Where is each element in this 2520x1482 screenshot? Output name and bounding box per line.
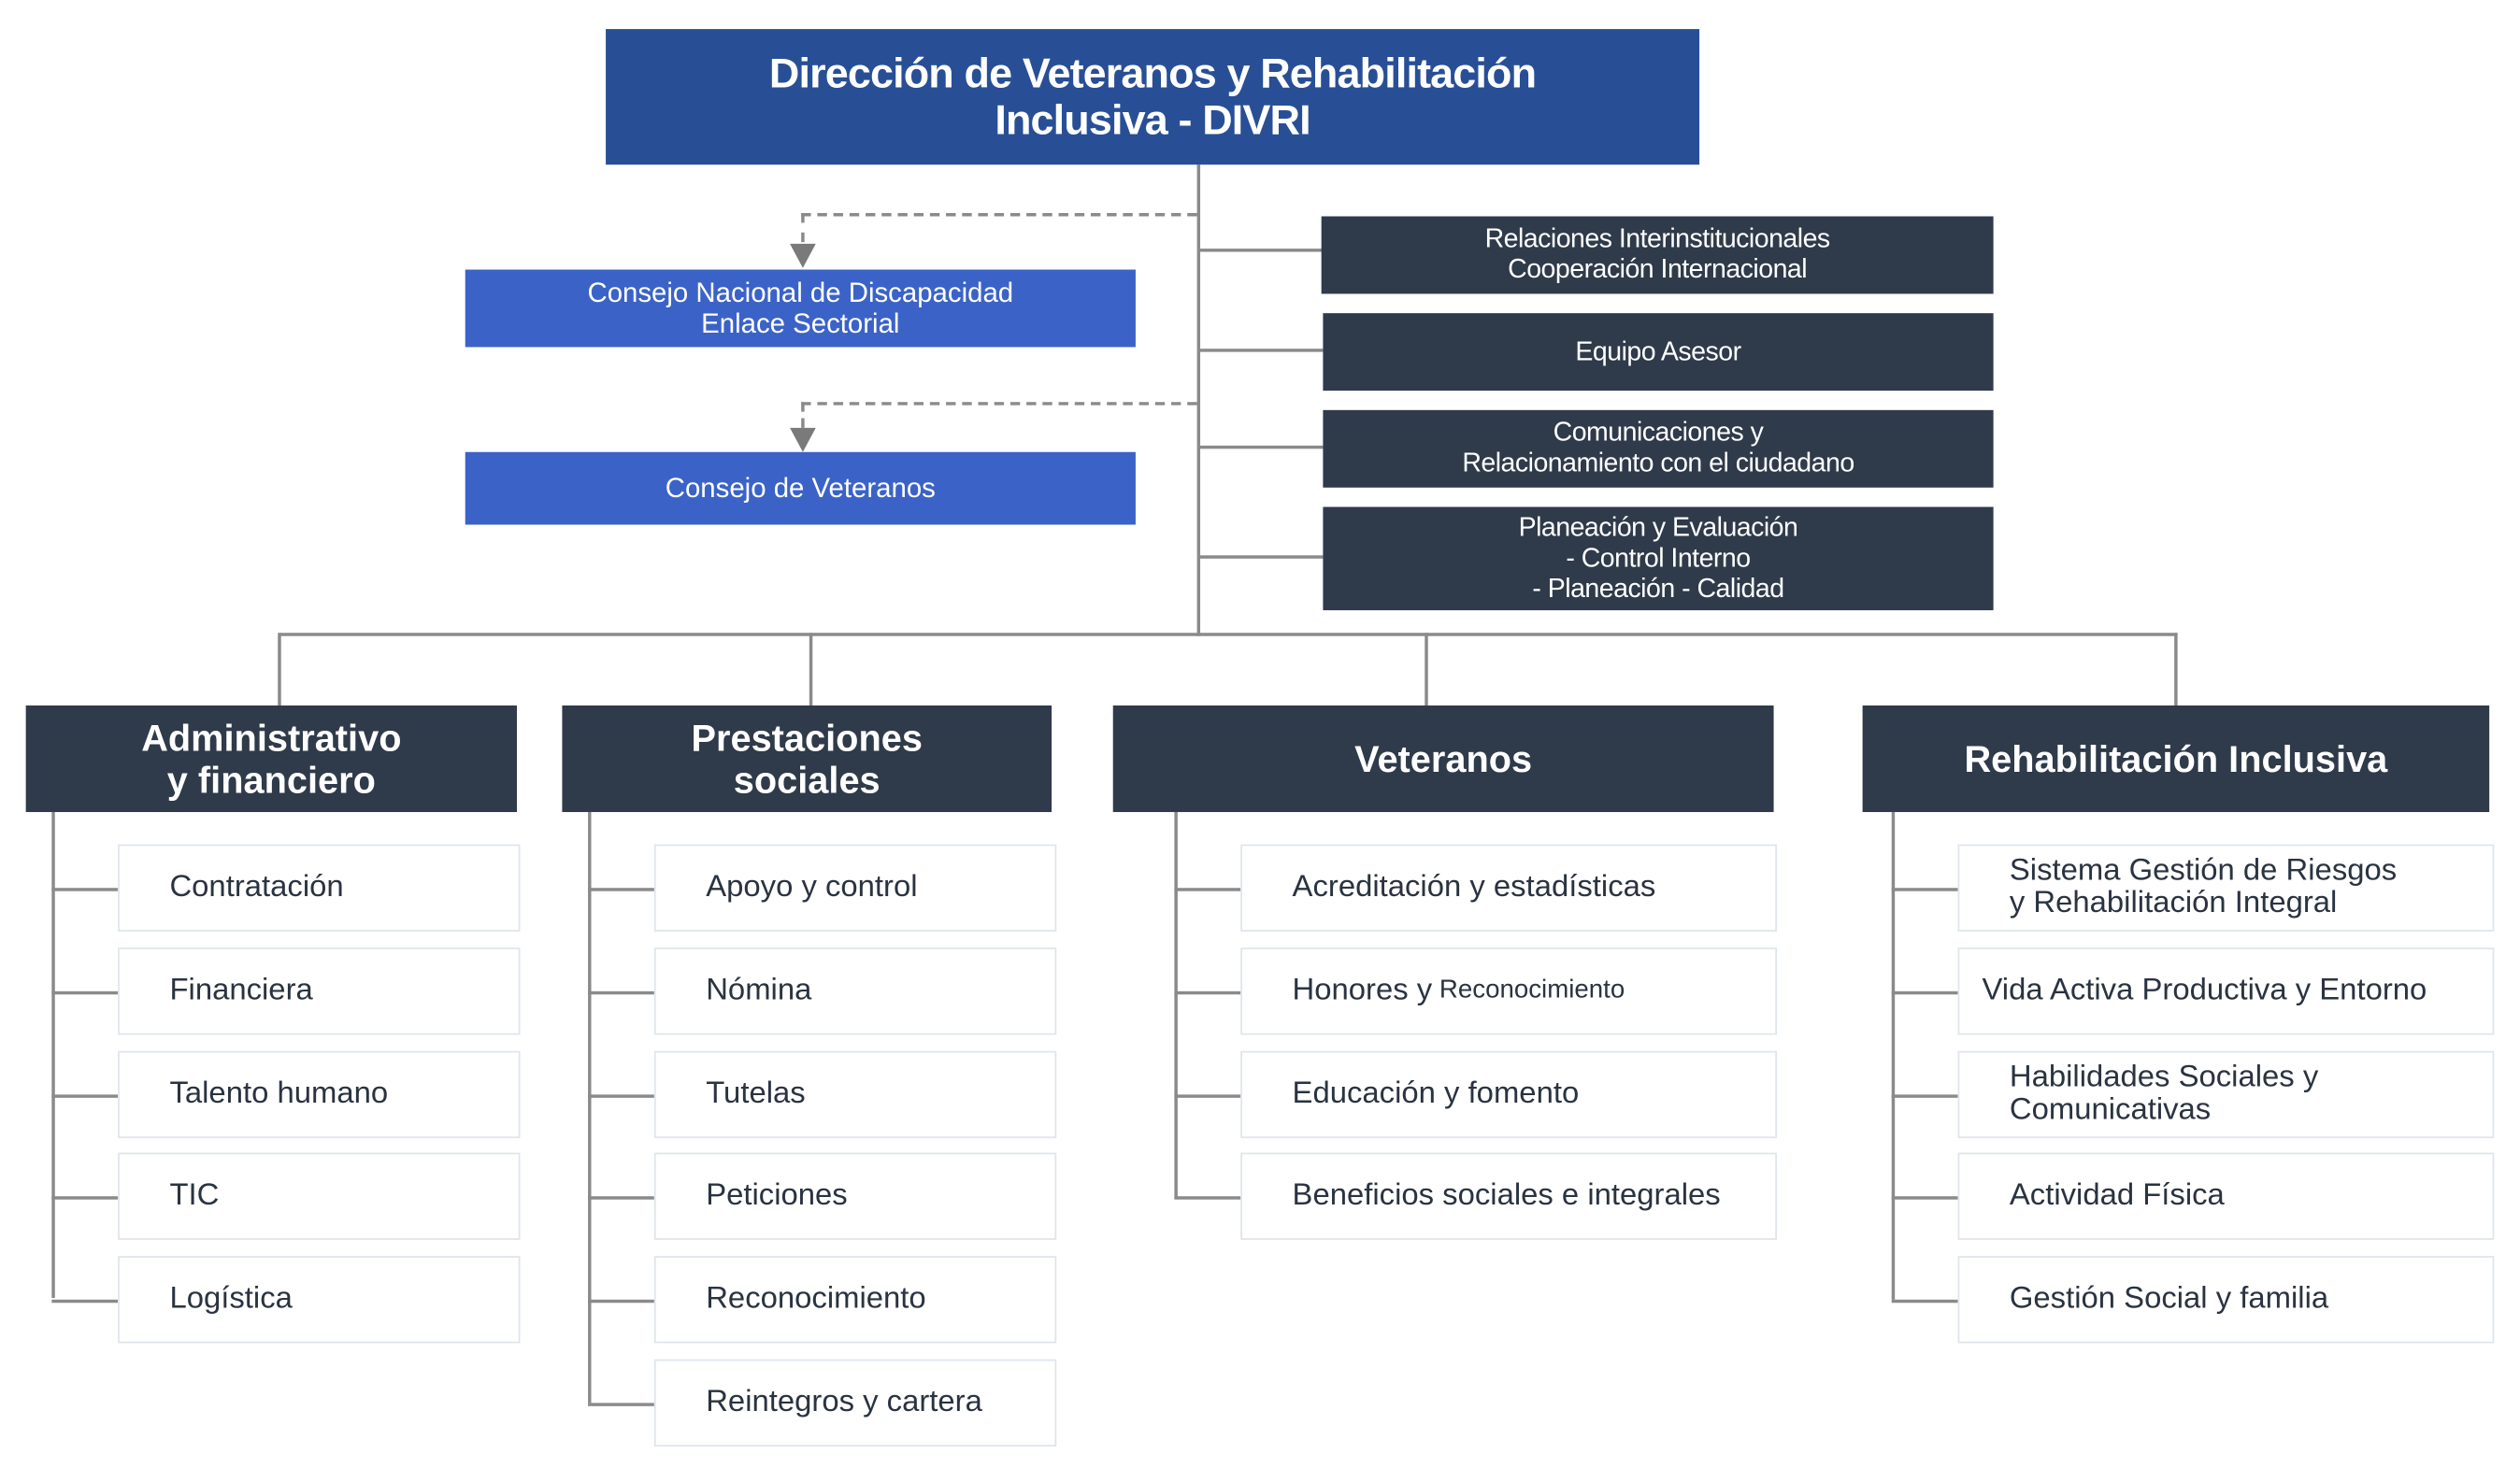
subunit-label: Nómina (706, 973, 812, 1008)
subunit-label: Honores y (1292, 973, 1433, 1008)
subunit-connector (588, 1299, 654, 1304)
subunit-box: Logística (118, 1256, 521, 1344)
subunit-box: Peticiones (653, 1152, 1057, 1240)
council-consejo-veteranos: Consejo de Veteranos (465, 451, 1136, 525)
dept-drop-4 (2174, 633, 2178, 706)
dept-drop-2 (809, 633, 813, 706)
subunit-connector (51, 990, 119, 995)
subunit-connector (588, 1094, 654, 1098)
subunit-box: Habilidades Sociales y Comunicativas (1957, 1050, 2495, 1139)
staff-planeacion-evaluacion: Planeación y Evaluación - Control Intern… (1323, 506, 1994, 611)
staff-branch-2 (1198, 349, 1324, 352)
subunit-box: Nómina (653, 948, 1057, 1035)
subunit-connector (588, 1196, 654, 1200)
subunit-connector (51, 1299, 119, 1304)
subunit-label: Financiera (169, 973, 313, 1008)
subunit-label: Educación y fomento (1292, 1076, 1580, 1111)
subunit-label: Reintegros y cartera (706, 1385, 982, 1419)
subunit-box: Honores y Reconocimiento (1240, 948, 1778, 1035)
subunit-connector (1174, 1094, 1241, 1098)
subunit-label: Gestión Social y familia (2009, 1281, 2329, 1317)
subunit-box: Educación y fomento (1240, 1050, 1778, 1139)
subunit-connector (588, 1403, 654, 1406)
council-dash-1 (801, 213, 1197, 217)
subunit-connector (1891, 888, 1958, 891)
subunit-box: Vida Activa Productiva y Entorno (1957, 948, 2495, 1035)
subunit-label: Habilidades Sociales y Comunicativas (2009, 1061, 2319, 1127)
subunit-box: Gestión Social y familia (1957, 1256, 2495, 1344)
subunit-connector (51, 888, 119, 891)
staff-comunicaciones: Comunicaciones y Relacionamiento con el … (1323, 409, 1994, 488)
subunit-label: Sistema Gestión de Riesgos y Rehabilitac… (2009, 853, 2398, 920)
spine-prestaciones (588, 812, 592, 1404)
subunit-connector (1891, 1196, 1958, 1200)
council-dash-2-v (801, 402, 805, 428)
subunit-label-suffix: Reconocimiento (1432, 976, 1625, 1005)
dept-bus (279, 633, 2178, 636)
subunit-box: Tutelas (653, 1050, 1057, 1139)
subunit-connector (1891, 1299, 1958, 1304)
subunit-label: TIC (169, 1178, 220, 1213)
spine-rehabilitacion (1891, 812, 1896, 1300)
dept-drop-3 (1425, 633, 1428, 706)
subunit-label: Vida Activa Productiva y Entorno (1982, 973, 2427, 1008)
subunit-connector (1891, 1094, 1958, 1098)
subunit-box: Talento humano (118, 1050, 521, 1139)
subunit-box: Sistema Gestión de Riesgos y Rehabilitac… (1957, 844, 2495, 932)
dept-veteranos: Veteranos (1112, 705, 1774, 813)
subunit-label: Tutelas (706, 1076, 806, 1111)
subunit-connector (1891, 990, 1958, 995)
spine-veteranos (1174, 812, 1178, 1198)
staff-relaciones-interinstitucionales: Relaciones Interinstitucionales Cooperac… (1321, 216, 1994, 294)
subunit-label: Peticiones (706, 1178, 848, 1213)
dept-drop-1 (278, 633, 281, 706)
staff-branch-1 (1198, 249, 1324, 252)
subunit-box: Financiera (118, 948, 521, 1035)
subunit-label: Actividad Física (2009, 1178, 2225, 1213)
subunit-box: TIC (118, 1152, 521, 1240)
subunit-connector (1174, 990, 1241, 995)
subunit-connector (1174, 1196, 1241, 1200)
subunit-connector (588, 990, 654, 995)
subunit-label: Apoyo y control (706, 870, 918, 905)
subunit-label: Logística (169, 1281, 293, 1317)
dept-administrativo-financiero: Administrativo y financiero (25, 705, 518, 813)
arrow-down-icon (790, 427, 816, 452)
dept-rehabilitacion-inclusiva: Rehabilitación Inclusiva (1862, 705, 2490, 813)
subunit-label: Contratación (169, 870, 344, 905)
dept-prestaciones-sociales: Prestaciones sociales (562, 705, 1052, 813)
council-consejo-nacional-discapacidad: Consejo Nacional de Discapacidad Enlace … (465, 269, 1136, 348)
subunit-box: Actividad Física (1957, 1152, 2495, 1240)
subunit-box: Reconocimiento (653, 1256, 1057, 1344)
subunit-connector (51, 1094, 119, 1098)
subunit-box: Beneficios sociales e integrales (1240, 1152, 1778, 1240)
arrow-down-icon (790, 243, 816, 268)
subunit-box: Acreditación y estadísticas (1240, 844, 1778, 932)
staff-equipo-asesor: Equipo Asesor (1323, 313, 1994, 392)
subunit-label: Reconocimiento (706, 1281, 926, 1317)
subunit-box: Apoyo y control (653, 844, 1057, 932)
main-spine (1196, 164, 1201, 636)
top-unit-divri: Dirección de Veteranos y Rehabilitación … (606, 29, 1700, 165)
subunit-connector (588, 888, 654, 891)
subunit-box: Contratación (118, 844, 521, 932)
subunit-box: Reintegros y cartera (653, 1359, 1057, 1447)
staff-branch-4 (1198, 555, 1324, 559)
council-dash-1-v (801, 213, 805, 243)
subunit-label: Talento humano (169, 1076, 389, 1111)
staff-branch-3 (1198, 445, 1324, 449)
subunit-label: Acreditación y estadísticas (1292, 870, 1656, 905)
subunit-connector (1174, 888, 1241, 891)
subunit-label: Beneficios sociales e integrales (1292, 1178, 1721, 1213)
spine-admin (51, 812, 55, 1299)
council-dash-2 (801, 402, 1197, 406)
subunit-connector (51, 1196, 119, 1200)
